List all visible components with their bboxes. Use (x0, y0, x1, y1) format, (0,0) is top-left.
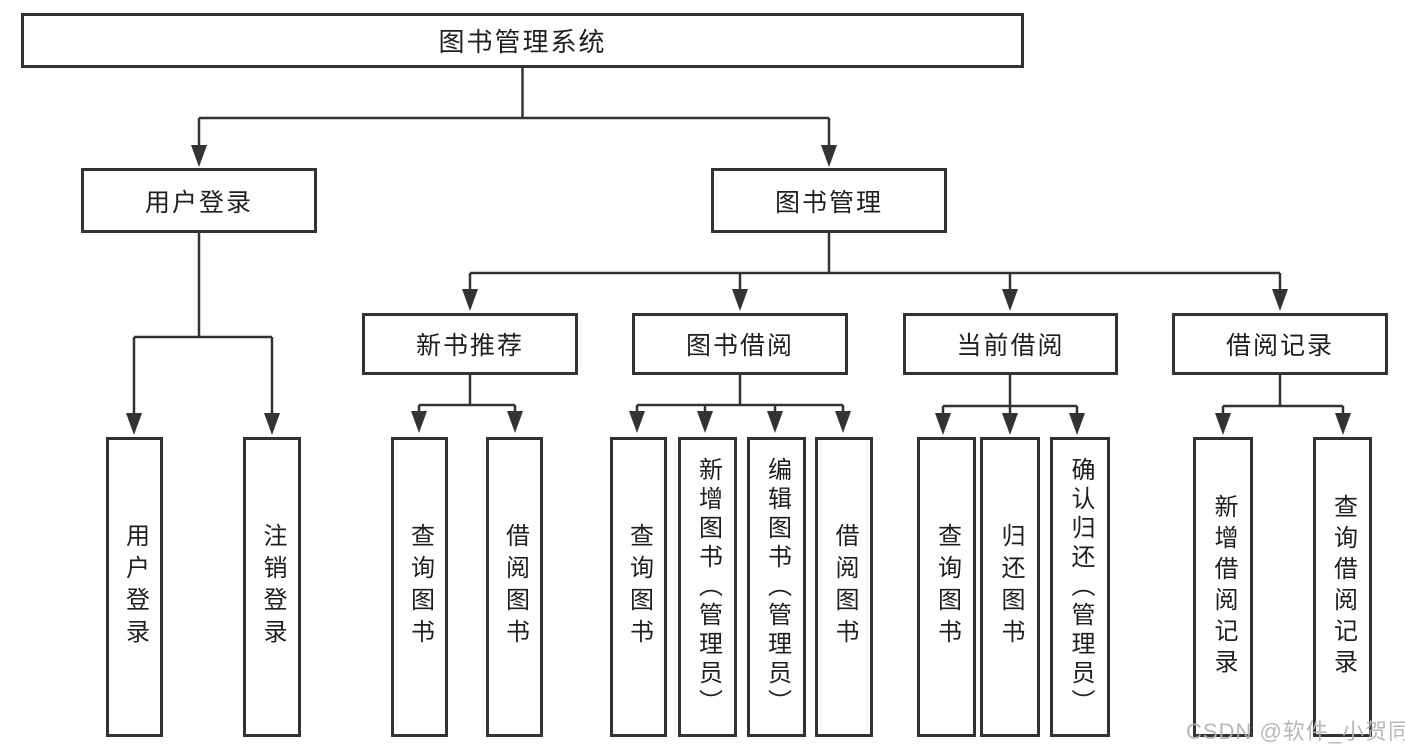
connector-current-borrow-to-children (941, 375, 1079, 414)
node-borrow-records: 借阅记录 (1172, 313, 1388, 375)
leaf-add-books-admin-label: 新增图书（管理员） (694, 456, 722, 718)
connector-book-borrow-to-children (635, 375, 845, 412)
leaf-borrow-books: 借阅图书 (815, 437, 873, 737)
leaf-query-books-rec-label: 查询图书 (406, 523, 434, 651)
leaf-query-borrow-record-label: 查询借阅记录 (1329, 494, 1357, 680)
node-current-borrow-label: 当前借阅 (956, 332, 1065, 360)
leaf-borrow-books-label: 借阅图书 (831, 523, 858, 651)
connector-book-mgmt-to-level3 (468, 233, 1282, 290)
node-borrow-records-label: 借阅记录 (1225, 332, 1334, 360)
leaf-return-books: 归还图书 (980, 437, 1040, 737)
node-book-mgmt-label: 图书管理 (774, 188, 883, 217)
leaf-logout-label: 注销登录 (259, 523, 286, 651)
leaf-query-borrow-record: 查询借阅记录 (1313, 437, 1372, 737)
leaf-return-books-label: 归还图书 (997, 523, 1024, 651)
leaf-user-login-label: 用户登录 (121, 523, 149, 651)
connector-new-book-rec-to-children (417, 375, 517, 412)
leaf-confirm-return-admin-label: 确认归还（管理员） (1067, 456, 1094, 718)
leaf-query-books-borrow: 查询图书 (610, 437, 667, 737)
csdn-watermark: CSDN @软件_小贺同学 (1186, 719, 1405, 744)
leaf-query-books-current: 查询图书 (917, 437, 976, 737)
connector-user-login-to-children (132, 233, 274, 414)
connector-root-to-level2 (197, 68, 831, 146)
node-root-label: 图书管理系统 (438, 27, 607, 57)
leaf-add-borrow-record: 新增借阅记录 (1193, 437, 1253, 737)
leaf-query-books-borrow-label: 查询图书 (625, 523, 653, 651)
node-user-login: 用户登录 (81, 168, 317, 233)
leaf-logout: 注销登录 (243, 437, 301, 737)
connector-borrow-records-to-children (1221, 375, 1345, 414)
leaf-add-books-admin: 新增图书（管理员） (678, 437, 737, 737)
leaf-query-books-rec: 查询图书 (391, 437, 448, 737)
leaf-confirm-return-admin: 确认归还（管理员） (1050, 437, 1110, 737)
node-book-borrow-label: 图书借阅 (685, 332, 794, 360)
leaf-add-borrow-record-label: 新增借阅记录 (1210, 494, 1237, 680)
leaf-edit-books-admin: 编辑图书（管理员） (747, 437, 806, 737)
node-book-mgmt: 图书管理 (711, 168, 947, 233)
node-new-book-rec: 新书推荐 (362, 313, 578, 375)
node-book-borrow: 图书借阅 (632, 313, 848, 375)
leaf-query-books-current-label: 查询图书 (933, 523, 961, 651)
leaf-user-login: 用户登录 (106, 437, 163, 737)
arrowheads (126, 145, 1351, 435)
leaf-borrow-books-rec-label: 借阅图书 (501, 523, 529, 651)
node-user-login-label: 用户登录 (144, 188, 253, 217)
node-root: 图书管理系统 (21, 13, 1024, 68)
leaf-edit-books-admin-label: 编辑图书（管理员） (763, 456, 791, 718)
leaf-borrow-books-rec: 借阅图书 (486, 437, 543, 737)
node-new-book-rec-label: 新书推荐 (415, 332, 524, 360)
node-current-borrow: 当前借阅 (903, 313, 1118, 375)
